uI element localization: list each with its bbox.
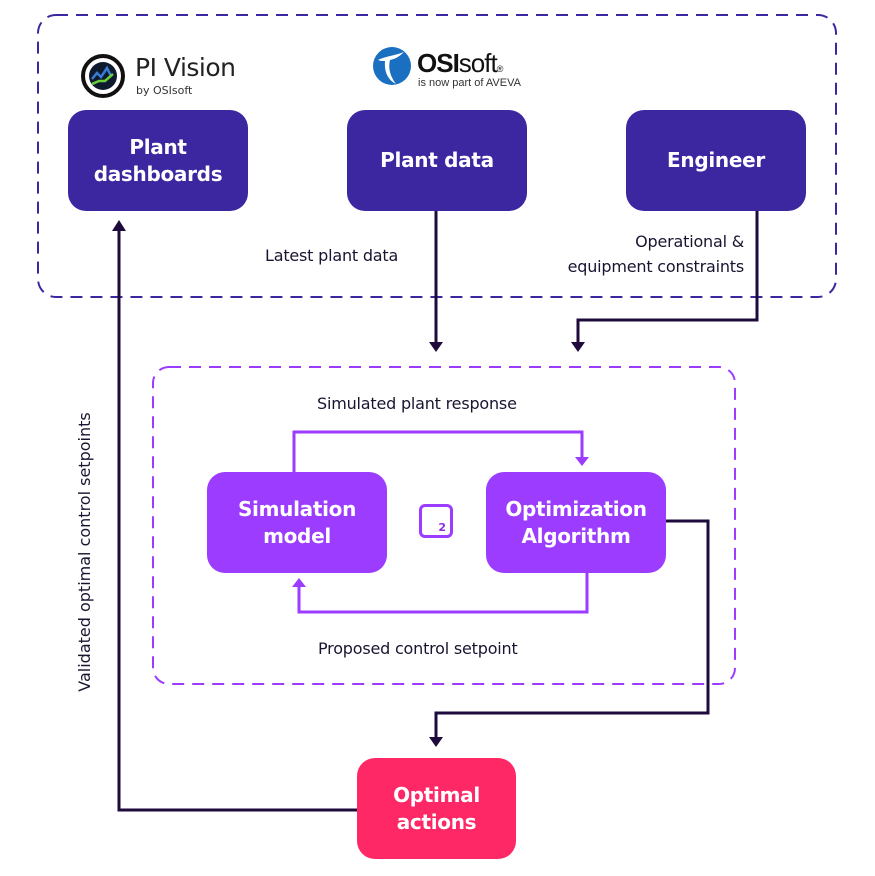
edge-simulated-response (292, 430, 584, 472)
edge-optimization-to-actions (434, 519, 710, 738)
osisoft-logo-title: OSIsoft® (417, 48, 504, 79)
edge-validated-setpoints (117, 230, 358, 812)
node-plant-dashboards-label-line2: dashboards (93, 161, 223, 186)
node-optimization-algorithm-label-line1: Optimization (505, 496, 647, 521)
arrowhead-down-icon (429, 342, 443, 352)
edge-label-constraints-line2: equipment constraints (567, 257, 745, 276)
osisoft-logo-title-regular: soft (458, 48, 498, 78)
node-optimal-actions-label-line1: Optimal (393, 782, 480, 807)
node-plant-data-label: Plant data (380, 148, 494, 172)
optimization-loop-group-outline (152, 366, 736, 685)
node-engineer[interactable]: Engineer (626, 110, 806, 211)
node-plant-dashboards-label-line1: Plant (129, 134, 187, 159)
node-simulation-model-label-line1: Simulation (237, 496, 357, 521)
node-plant-dashboards[interactable]: Plant dashboards (68, 110, 248, 211)
pi-vision-logo-icon (81, 54, 125, 98)
pi-vision-logo: PI Vision by OSIsoft (80, 53, 250, 101)
osisoft-logo: OSIsoft® is now part of AVEVA (372, 46, 542, 94)
osisoft-logo-icon (373, 47, 411, 85)
edge-label-latest-plant-data: Latest plant data (265, 246, 399, 265)
pi-vision-logo-title: PI Vision (135, 53, 236, 82)
osisoft-registered-mark: ® (496, 64, 504, 74)
node-engineer-label: Engineer (667, 148, 765, 172)
edge-proposed-setpoint (297, 572, 589, 614)
node-simulation-model-label-line2: model (263, 523, 331, 548)
node-simulation-model[interactable]: Simulation model (207, 472, 387, 573)
edge-label-validated-setpoints: Validated optimal control setpoints (75, 412, 94, 692)
edge-label-proposed-setpoint: Proposed control setpoint (318, 639, 518, 658)
osisoft-logo-subtitle: is now part of AVEVA (418, 77, 521, 89)
arrowhead-up-icon (292, 578, 306, 587)
arrowhead-down-icon (429, 737, 443, 747)
iteration-badge: 2 (419, 504, 453, 538)
edge-constraints (576, 210, 759, 343)
pi-vision-logo-subtitle: by OSIsoft (136, 84, 193, 97)
node-optimal-actions-label-line2: actions (396, 809, 477, 834)
osisoft-logo-title-bold: OSI (417, 48, 460, 78)
arrowhead-down-icon (571, 342, 585, 352)
edge-label-simulated-response: Simulated plant response (317, 394, 517, 413)
node-plant-data[interactable]: Plant data (347, 110, 527, 211)
node-optimal-actions[interactable]: Optimal actions (357, 758, 516, 859)
iteration-badge-number: 2 (438, 521, 446, 534)
arrowhead-down-icon (575, 457, 589, 466)
edge-label-constraints-line1: Operational & (635, 232, 744, 251)
node-optimization-algorithm[interactable]: Optimization Algorithm (486, 472, 666, 573)
edge-label-constraints: Operational & equipment constraints (567, 229, 745, 279)
node-optimization-algorithm-label-line2: Algorithm (521, 523, 631, 548)
arrowhead-up-icon (112, 220, 126, 231)
